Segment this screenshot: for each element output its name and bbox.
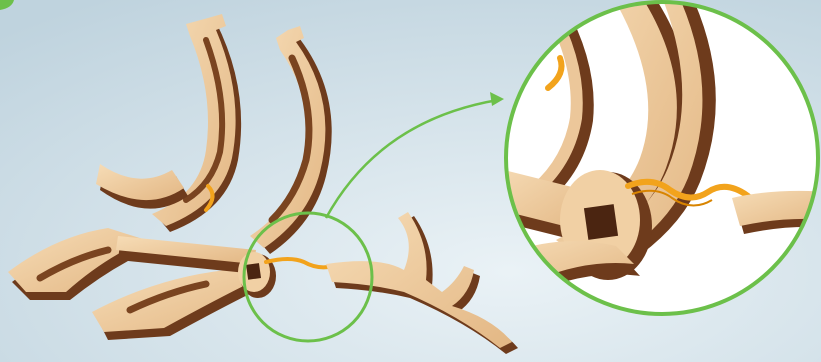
assembly-illustration [0, 0, 821, 362]
